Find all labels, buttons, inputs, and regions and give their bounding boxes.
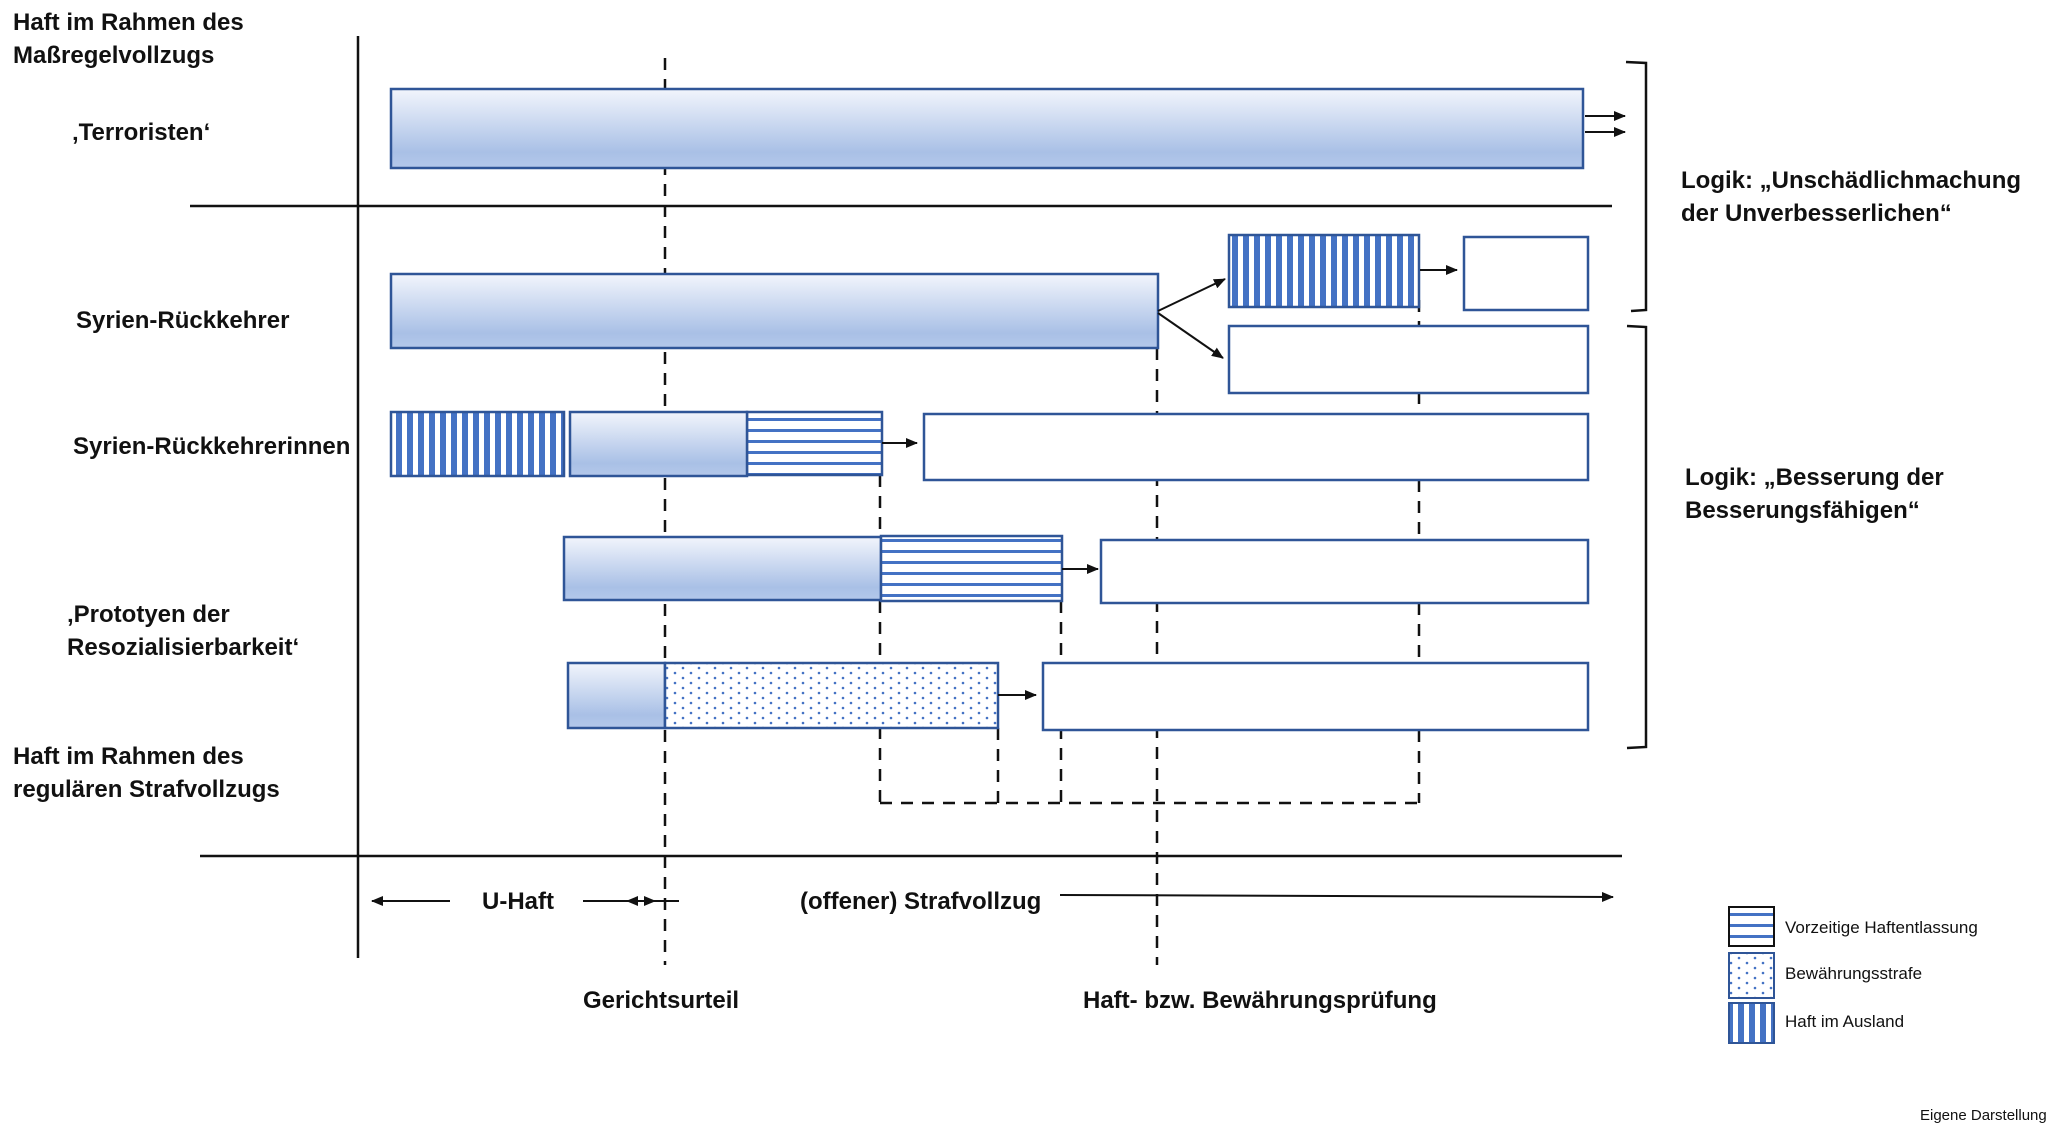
logic-unschaedlichmachung: Logik: „Unschädlichmachung der Unverbess… [1681,167,2022,227]
bar-vorzeitige-entlassung [879,534,1064,603]
legend-swatch-horizontal-stripes [1728,906,1775,947]
label-strafvollzug: (offener) Strafvollzug [800,888,1042,915]
label-massregelvollzug: Haft im Rahmen des Maßregelvollzugs [13,9,244,69]
bracket-top [1625,60,1648,313]
legend-label-bewaehrungsstrafe: Bewährungsstrafe [1785,964,1923,983]
row-syrien-rueckkehrerinnen [389,410,1590,482]
logic-besserung: Logik: „Besserung der Besserungsfähigen“ [1685,464,1944,524]
bar-haft [562,535,883,602]
bar-haft-im-ausland [389,410,566,478]
credit-eigene-darstellung: Eigene Darstellung [1920,1107,2047,1124]
bar-release [1227,324,1590,395]
bar-u-haft [568,410,749,478]
label-terroristen: ‚Terroristen‘ [72,119,211,146]
bar-release [1041,661,1590,732]
row-syrien-rueckkehrer [389,233,1590,395]
branch-arrow-up [1157,278,1226,312]
bar-vorzeitige-entlassung [745,410,884,477]
label-syrien-rueckkehrerinnen: Syrien-Rückkehrerinnen [73,433,351,460]
bar-release [922,412,1590,482]
label-u-haft: U-Haft [482,888,554,915]
strafvollzug-arrow-right [1059,891,1614,902]
bar-release-after-abroad [1462,235,1590,312]
label-prototypen: ‚Prototyen der Resozialisierbarkeit‘ [67,601,300,661]
bar-haft-im-ausland [1227,233,1421,309]
bar-bewaehrungsstrafe [663,661,1000,730]
bar-release [1099,538,1590,605]
bar-haft [389,272,1160,350]
legend-label-haft-im-ausland: Haft im Ausland [1785,1012,1905,1031]
label-gerichtsurteil: Gerichtsurteil [583,987,740,1014]
legend-label-vorzeitige-haftentlassung: Vorzeitige Haftentlassung [1785,918,1978,937]
branch-arrow-down [1157,312,1224,359]
label-syrien-rueckkehrer: Syrien-Rückkehrer [76,307,290,334]
bar-u-haft [566,661,667,730]
bracket-bottom [1626,324,1648,750]
dashed-guides [663,58,1421,965]
row-prototypen-2 [566,661,1590,732]
row-terroristen [389,87,1626,170]
legend-swatch-vertical-stripes [1728,1002,1775,1044]
label-pruefung: Haft- bzw. Bewährungsprüfung [1083,987,1437,1014]
legend-swatch-dots [1728,952,1775,999]
row-prototypen-1 [562,534,1590,605]
label-regulaerer-strafvollzug: Haft im Rahmen des regulären Strafvollzu… [13,743,280,803]
bar-haft [389,87,1585,170]
